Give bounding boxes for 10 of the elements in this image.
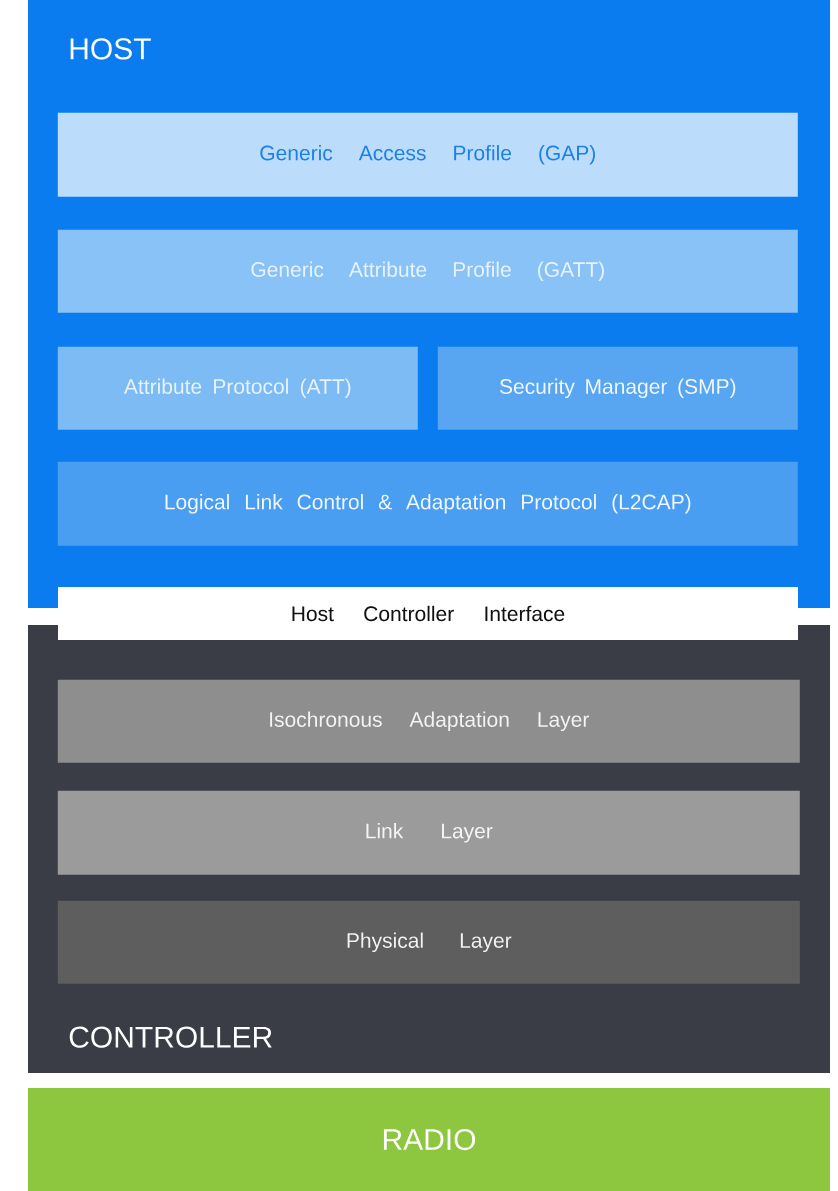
layer-box: Generic Access Profile (GAP)	[57, 112, 798, 197]
layer-box: Isochronous Adaptation Layer	[57, 679, 800, 763]
layer-box: Generic Attribute Profile (GATT)	[57, 229, 798, 313]
layer-box: Logical Link Control & Adaptation Protocol (L2CAP)	[57, 461, 798, 546]
layer-box: Attribute Protocol (ATT)	[57, 346, 418, 430]
layer-box: Link Layer	[57, 790, 800, 875]
layer-box: Security Manager (SMP)	[437, 346, 798, 430]
radio-box: RADIO	[28, 1088, 830, 1191]
layer-box: Physical Layer	[57, 900, 800, 984]
interface-box: Host Controller Interface	[58, 587, 798, 640]
